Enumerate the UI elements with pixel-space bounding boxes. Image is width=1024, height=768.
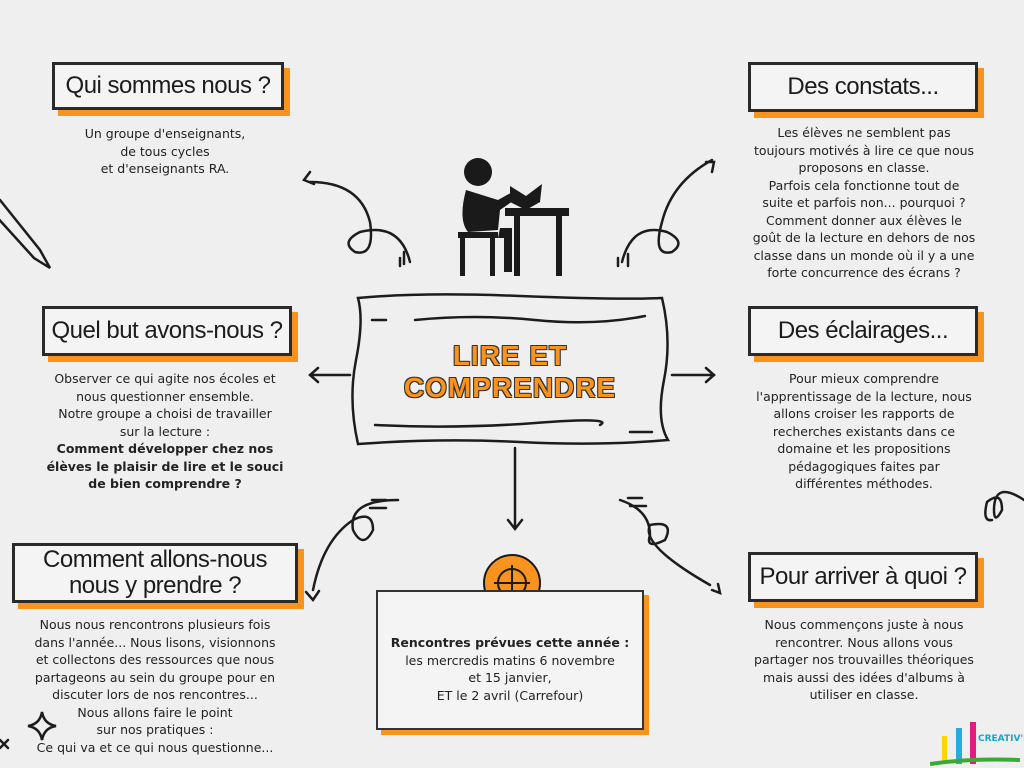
- text-line-bold: de bien comprendre ?: [88, 476, 242, 491]
- text-line-bold: Comment développer chez nos: [56, 441, 274, 456]
- text-line: utiliser en classe.: [809, 687, 919, 702]
- arrow-aim: [618, 498, 712, 587]
- text-line: Un groupe d'enseignants,: [84, 126, 246, 141]
- text-line: recherches existants dans ce: [772, 423, 956, 439]
- title-line: LIRE ET: [452, 340, 568, 371]
- text-line: discuter lors de nos rencontres...: [52, 687, 258, 702]
- text-line: et collectons des ressources que nous: [35, 652, 275, 667]
- text-line: sur la lecture :: [119, 423, 211, 439]
- arrow-findings: [620, 158, 714, 264]
- text-line: partageons au sein du groupe pour en: [34, 669, 276, 685]
- how-text: Nous nous rencontrons plusieurs fois dan…: [10, 616, 300, 756]
- text-line: sur nos pratiques :: [96, 722, 214, 737]
- text-line: Parfois cela fonctionne tout de: [768, 177, 960, 193]
- text-line: classe dans un monde où il y a une: [753, 247, 975, 263]
- findings-text: Les élèves ne semblent pas toujours moti…: [728, 124, 1000, 282]
- text-line-bold: élèves le plaisir de lire et le souci: [46, 458, 284, 474]
- text-line: dans l'année... Nous lisons, visionnons: [34, 634, 276, 650]
- who-title: Qui sommes nous ?: [52, 62, 284, 110]
- text-line: l'apprentissage de la lecture, nous: [756, 388, 972, 404]
- text-line: Observer ce qui agite nos écoles et: [54, 371, 276, 386]
- who-text: Un groupe d'enseignants, de tous cycles …: [40, 125, 290, 178]
- text-line: mais aussi des idées d'albums à: [763, 669, 965, 685]
- star-decoration: [27, 711, 57, 741]
- text-line: suite et parfois non... pourquoi ?: [762, 195, 966, 210]
- text-line: goût de la lecture en dehors de nos: [752, 230, 976, 245]
- title-line: COMPRENDRE: [403, 372, 617, 403]
- text-line: Ce qui va et ce qui nous questionne...: [36, 739, 274, 755]
- text-line: de tous cycles: [120, 143, 210, 159]
- findings-title: Des constats...: [748, 62, 978, 112]
- arrow-how: [311, 498, 400, 592]
- text-line: forte concurrence des écrans ?: [767, 265, 961, 280]
- logo-graphic: [930, 722, 1020, 766]
- text-line: partager nos trouvailles théoriques: [754, 652, 974, 667]
- insights-text: Pour mieux comprendre l'apprentissage de…: [728, 370, 1000, 493]
- text-line: domaine et les propositions: [777, 441, 951, 456]
- aim-text: Nous commençons juste à nous rencontrer.…: [728, 616, 1000, 704]
- text-line: toujours motivés à lire ce que nous: [753, 142, 975, 158]
- text-line: et 15 janvier,: [468, 670, 552, 685]
- text-line: rencontrer. Nous allons vous: [775, 634, 953, 650]
- meetings-box: [376, 590, 644, 730]
- logo-text: CREATIV'LAB: [978, 734, 1024, 744]
- text-line: Pour mieux comprendre: [788, 371, 939, 386]
- center-frame: [351, 293, 671, 446]
- text-line: différentes méthodes.: [795, 476, 933, 491]
- reader-icon: [458, 158, 569, 276]
- text-line: et d'enseignants RA.: [100, 161, 230, 176]
- main-title: LIRE ET COMPRENDRE: [350, 340, 670, 404]
- text-line: ET le 2 avril (Carrefour): [436, 687, 584, 703]
- text-line: Les élèves ne semblent pas: [777, 125, 951, 140]
- text-line: nous questionner ensemble.: [76, 388, 254, 404]
- text-line: proposons en classe.: [798, 160, 930, 175]
- meetings-heading: Rencontres prévues cette année :: [390, 635, 630, 650]
- text-line: allons croiser les rapports de: [773, 406, 955, 421]
- meetings-text: Rencontres prévues cette année : les mer…: [378, 634, 642, 704]
- title-line: nous y prendre ?: [68, 572, 242, 599]
- insights-title: Des éclairages...: [748, 306, 978, 356]
- swirl-decoration: [984, 490, 1024, 522]
- text-line: Nous allons faire le point: [77, 704, 233, 720]
- arrow-who: [308, 180, 412, 264]
- text-line: Nous nous rencontrons plusieurs fois: [39, 617, 271, 632]
- text-line: Nous commençons juste à nous: [764, 617, 964, 632]
- pencil-icon: [0, 198, 52, 270]
- text-line: pédagogiques faites par: [788, 458, 940, 474]
- text-line: les mercredis matins 6 novembre: [405, 652, 615, 668]
- aim-title: Pour arriver à quoi ?: [748, 552, 978, 602]
- text-line: Comment donner aux élèves le: [766, 212, 962, 228]
- goal-title: Quel but avons-nous ?: [42, 306, 292, 356]
- how-title: Comment allons-nous nous y prendre ?: [12, 543, 298, 603]
- title-line: Comment allons-nous: [43, 546, 267, 573]
- text-line: Notre groupe a choisi de travailler: [58, 406, 272, 421]
- goal-text: Observer ce qui agite nos écoles et nous…: [20, 370, 310, 493]
